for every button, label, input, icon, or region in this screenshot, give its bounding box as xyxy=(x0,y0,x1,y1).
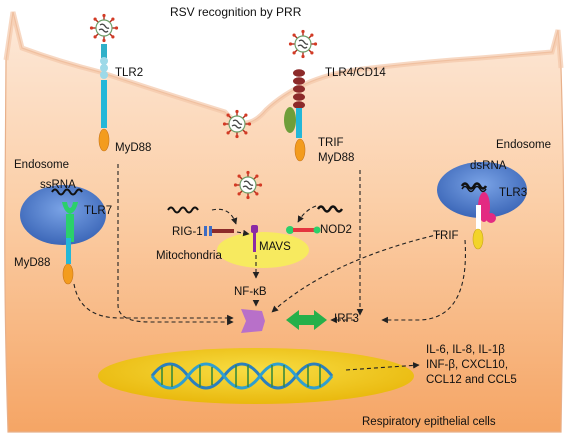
endosome-left xyxy=(20,185,106,245)
label-endosome-left: Endosome xyxy=(14,159,69,171)
signaling-arrows xyxy=(73,164,467,371)
tlr2-receptor xyxy=(98,44,110,152)
label-myd88-tlr7: MyD88 xyxy=(14,257,51,269)
label-myd88-tlr2: MyD88 xyxy=(115,142,152,154)
endosome-right xyxy=(437,162,527,218)
diagram-title: RSV recognition by PRR xyxy=(170,5,302,19)
label-endosome-right: Endosome xyxy=(496,139,551,151)
label-ssrna: ssRNA xyxy=(40,179,76,191)
rsv-virus-icon xyxy=(233,170,263,200)
label-myd88-tlr4: MyD88 xyxy=(318,152,355,164)
rsv-virus-icon xyxy=(288,29,318,59)
label-rig1: RIG-1 xyxy=(172,226,203,238)
label-irf3: IRF3 xyxy=(334,313,359,325)
label-tlr7: TLR7 xyxy=(84,205,113,217)
mavs-protein xyxy=(251,225,258,252)
tlr7-receptor xyxy=(62,202,78,285)
rna-strand-icon xyxy=(460,182,488,190)
label-trif-tlr3: TRIF xyxy=(433,230,459,242)
label-tlr3: TLR3 xyxy=(499,187,528,199)
rsv-virus-icon xyxy=(222,109,252,139)
cytokine-line-1: IL-6, IL-8, IL-1β xyxy=(426,344,505,356)
irf3-shape xyxy=(286,310,327,330)
label-nod2: NOD2 xyxy=(320,224,352,236)
cytokine-line-3: CCL12 and CCL5 xyxy=(426,374,517,386)
rig1-sensor xyxy=(204,226,234,236)
dna-helix-icon xyxy=(150,362,334,390)
nod2-sensor xyxy=(286,226,321,234)
cell-label: Respiratory epithelial cells xyxy=(362,416,496,428)
rna-strand-icon xyxy=(51,188,83,196)
tlr3-receptor xyxy=(472,192,496,250)
nucleus xyxy=(98,348,414,404)
rna-strand-icon xyxy=(167,206,199,214)
label-tlr4-cd14: TLR4/CD14 xyxy=(325,67,386,79)
mitochondria xyxy=(217,232,309,268)
cell-membrane xyxy=(3,11,564,126)
cytokine-line-2: INF-β, CXCL10, xyxy=(426,359,509,371)
label-trif-tlr4: TRIF xyxy=(318,137,344,149)
rna-strand-icon xyxy=(316,205,344,213)
rsv-virus-icon xyxy=(89,13,119,43)
label-dsrna: dsRNA xyxy=(470,160,507,172)
label-nfkb: NF-κB xyxy=(234,286,267,298)
label-tlr2: TLR2 xyxy=(115,67,144,79)
nfkb-shape xyxy=(241,309,265,333)
tlr4-cd14-receptor xyxy=(284,69,306,162)
label-mavs: MAVS xyxy=(259,241,291,253)
label-mitochondria: Mitochondria xyxy=(156,250,222,262)
